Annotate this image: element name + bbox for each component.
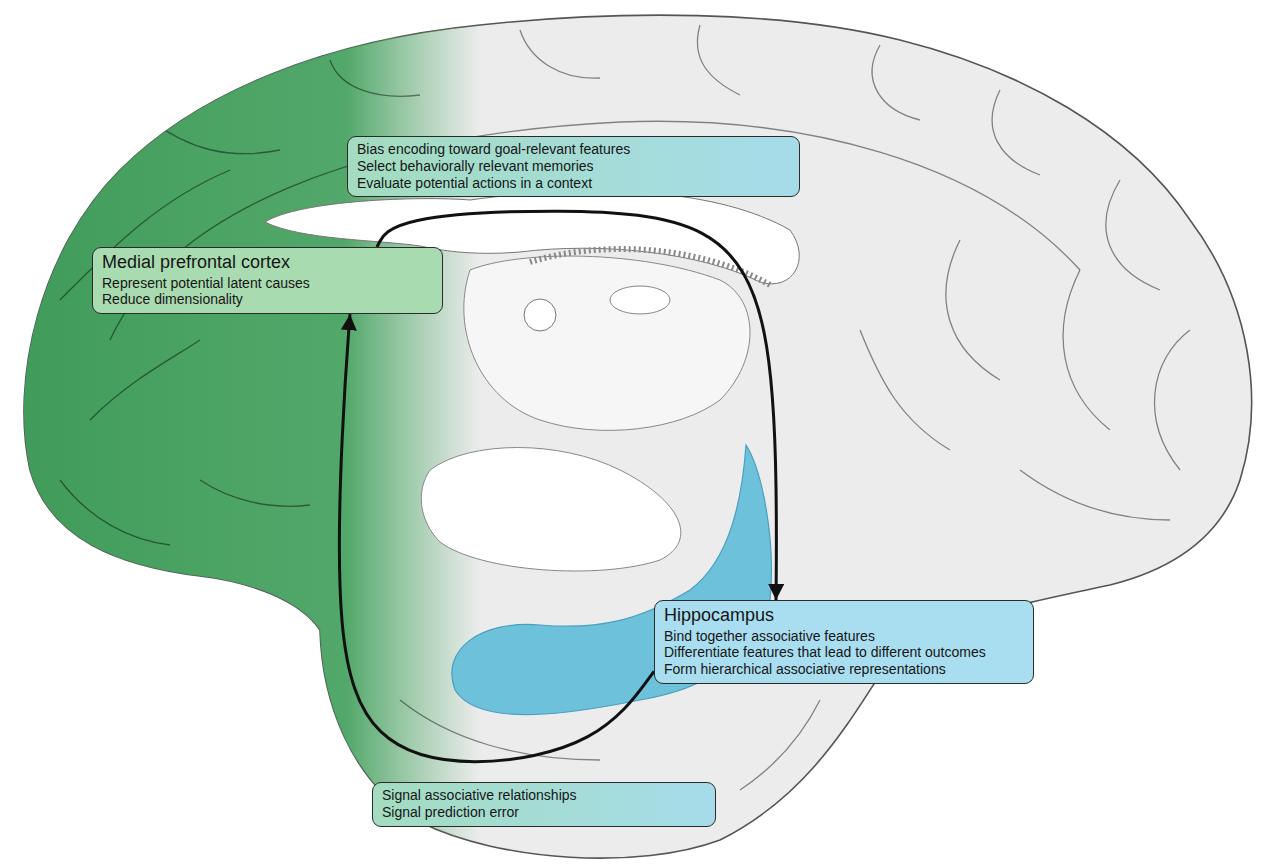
function-item: Represent potential latent causes	[102, 275, 433, 292]
thalamus-region	[464, 256, 750, 430]
anterior-commissure	[524, 299, 556, 331]
function-item: Form hierarchical associative representa…	[664, 661, 1024, 678]
region-box: Medial prefrontal cortexRepresent potent…	[92, 247, 443, 314]
function-item: Differentiate features that lead to diff…	[664, 644, 1024, 661]
function-item: Signal associative relationships	[382, 787, 706, 804]
function-item: Bias encoding toward goal-relevant featu…	[357, 141, 790, 158]
region-heading: Hippocampus	[664, 605, 1024, 627]
sulci	[60, 25, 1190, 790]
fornix	[530, 249, 770, 285]
feedback-arrow	[339, 314, 654, 761]
prefrontal-region	[0, 0, 480, 866]
midbrain-region	[421, 448, 681, 572]
function-item: Bind together associative features	[664, 628, 1024, 645]
function-item: Reduce dimensionality	[102, 291, 433, 308]
region-box: HippocampusBind together associative fea…	[654, 600, 1034, 684]
function-box: Signal associative relationshipsSignal p…	[372, 782, 716, 827]
function-item: Select behaviorally relevant memories	[357, 158, 790, 175]
region-heading: Medial prefrontal cortex	[102, 252, 433, 274]
function-item: Signal prediction error	[382, 804, 706, 821]
function-item: Evaluate potential actions in a context	[357, 175, 790, 192]
function-box: Bias encoding toward goal-relevant featu…	[347, 136, 800, 197]
mammillary-body	[610, 286, 670, 314]
